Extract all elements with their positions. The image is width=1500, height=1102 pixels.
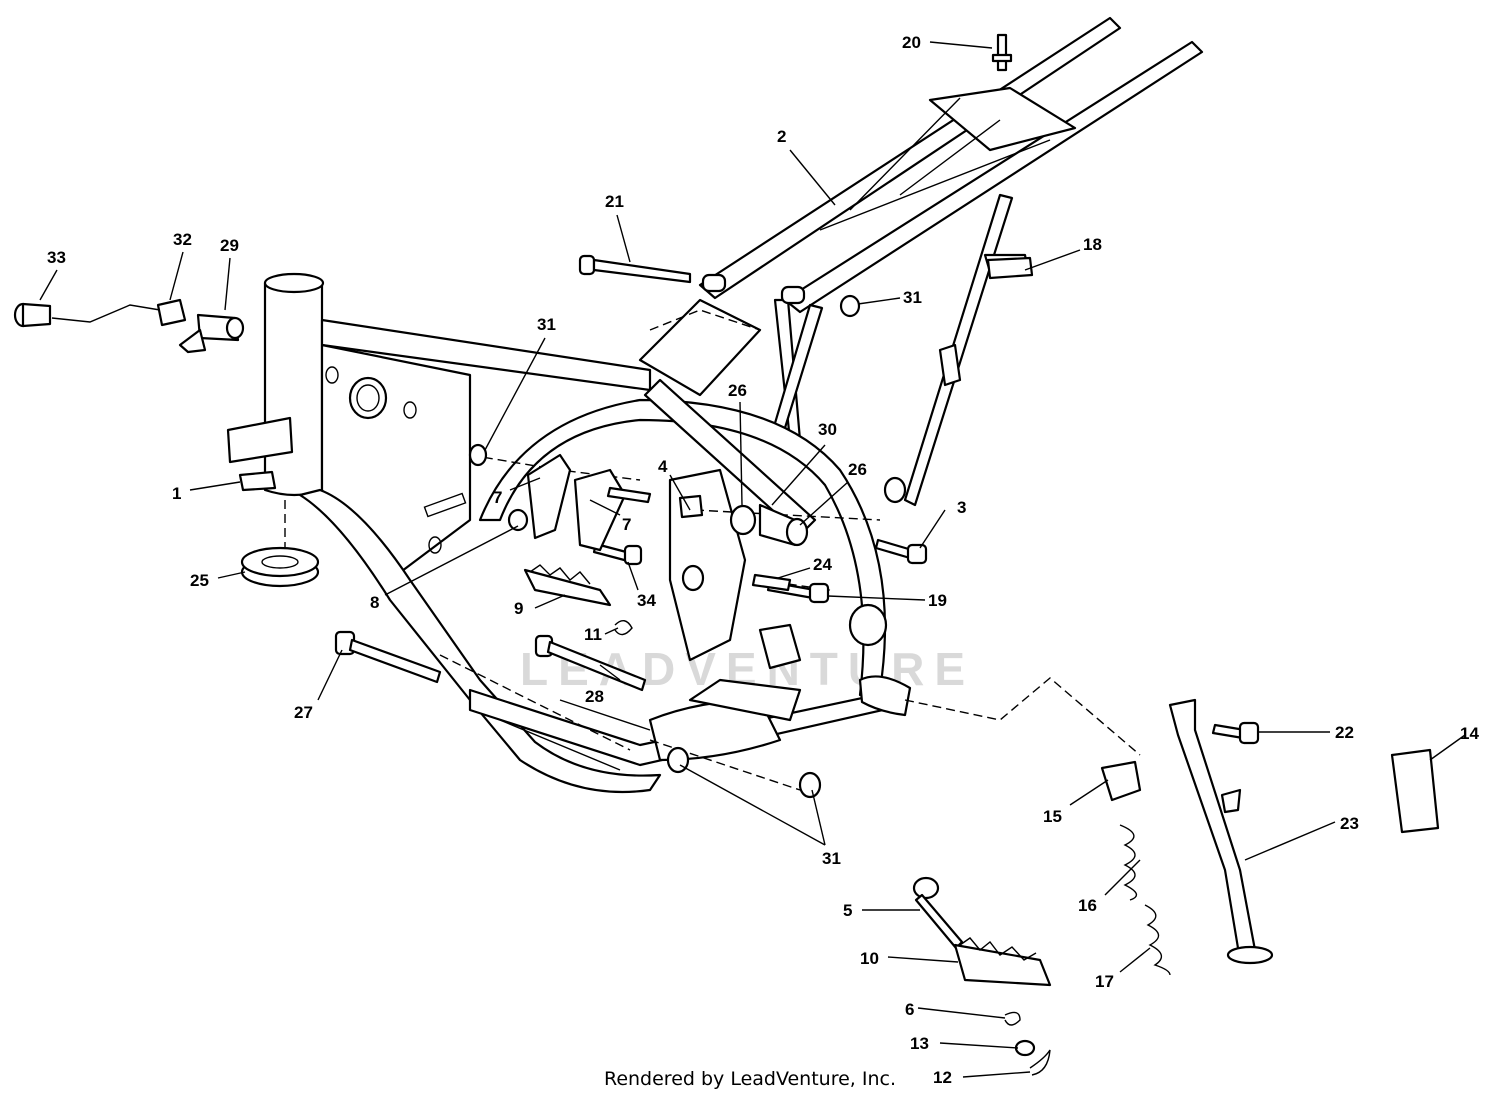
callout-3: 3 [957, 498, 966, 517]
callout-1: 1 [172, 484, 181, 503]
callout-7b: 7 [622, 515, 631, 534]
clamp-18 [986, 256, 1034, 280]
washer-13 [1014, 1039, 1036, 1057]
tag-1 [238, 470, 277, 492]
callout-9: 9 [514, 599, 523, 618]
bolt-19 [766, 580, 830, 604]
callout-32: 32 [173, 230, 192, 249]
spring-16 [1119, 824, 1138, 901]
bushings-26-30 [729, 503, 809, 547]
collar-24 [751, 573, 792, 592]
nut-31d [798, 771, 822, 799]
spring-6 [1004, 1011, 1021, 1026]
callout-31c: 31 [822, 849, 841, 868]
callout-33: 33 [47, 248, 66, 267]
callout-21: 21 [605, 192, 624, 211]
small-parts [13, 33, 1440, 1076]
callout-34: 34 [637, 591, 656, 610]
bolt-22 [1211, 721, 1260, 745]
bolt-21 [578, 254, 692, 284]
label-14 [1390, 748, 1440, 834]
callout-20: 20 [902, 33, 921, 52]
callout-16: 16 [1078, 896, 1097, 915]
callout-29: 29 [220, 236, 239, 255]
bolt-28 [534, 634, 647, 692]
leader-lines [39, 41, 1466, 1078]
bearing-25 [240, 546, 320, 588]
callout-26a: 26 [728, 381, 747, 400]
callout-10: 10 [860, 949, 879, 968]
callout-26b: 26 [848, 460, 867, 479]
callout-14: 14 [1460, 724, 1479, 743]
footer-credit: Rendered by LeadVenture, Inc. [603, 1068, 897, 1090]
callout-6: 6 [905, 1000, 914, 1019]
spring-11 [614, 620, 633, 636]
callout-2: 2 [777, 127, 786, 146]
pin-5 [912, 876, 964, 950]
nut-31a [468, 443, 488, 467]
callout-4: 4 [658, 457, 668, 476]
callout-24: 24 [813, 555, 832, 574]
callout-19: 19 [928, 591, 947, 610]
callout-31a: 31 [537, 315, 556, 334]
callout-31b: 31 [903, 288, 922, 307]
plate-15 [1100, 760, 1142, 802]
steering-lock-29 [178, 313, 245, 354]
callout-5: 5 [843, 901, 852, 920]
callout-23: 23 [1340, 814, 1359, 833]
key-32 [156, 298, 187, 327]
bolt-27 [334, 630, 442, 684]
nut-31b [839, 294, 861, 318]
callout-25: 25 [190, 571, 209, 590]
callout-8: 8 [370, 593, 379, 612]
callout-27: 27 [294, 703, 313, 722]
plug-33 [13, 302, 52, 328]
callout-18: 18 [1083, 235, 1102, 254]
callout-7a: 7 [493, 488, 502, 507]
callout-30: 30 [818, 420, 837, 439]
callout-12: 12 [933, 1068, 952, 1087]
footpeg-10 [953, 937, 1052, 987]
callout-17: 17 [1095, 972, 1114, 991]
nut-8 [507, 508, 529, 532]
callouts: 20 2 21 18 33 32 29 31 31 26 30 26 4 1 7… [47, 33, 1479, 1087]
rear-subframe [698, 16, 1204, 507]
bolt-3 [874, 538, 928, 565]
callout-22: 22 [1335, 723, 1354, 742]
callout-15: 15 [1043, 807, 1062, 826]
callout-13: 13 [910, 1034, 929, 1053]
side-stand-23 [1168, 698, 1274, 965]
main-frame [226, 272, 912, 794]
footpeg-9 [523, 564, 612, 607]
bolt-34 [592, 542, 643, 566]
bolt-20 [991, 33, 1013, 72]
bracket-7b [573, 468, 627, 552]
spring-17 [1144, 904, 1171, 976]
clip-12 [1029, 1049, 1051, 1076]
bracket-7a [526, 453, 572, 540]
callout-11: 11 [584, 625, 602, 644]
callout-28: 28 [585, 687, 604, 706]
